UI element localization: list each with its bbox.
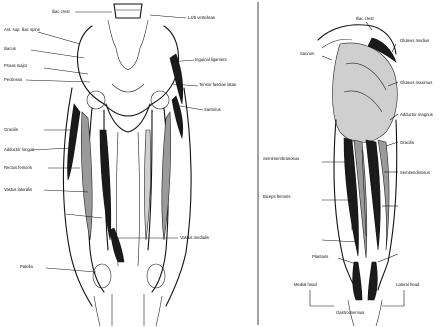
label-tensor-fasciae-latae: Tensor fasciae latae	[199, 82, 237, 87]
label-iliac-crest: Iliac crest	[52, 9, 71, 14]
anterior-view-figure	[63, 4, 191, 326]
label-vastus-lateralis: Vastus lateralis	[4, 187, 32, 192]
label-gluteus-maximus: Gluteus maximus	[400, 80, 432, 85]
label-sartorius: Sartorius	[204, 107, 221, 112]
label-semimembranosus: Semimembranosus	[263, 156, 299, 161]
label-gastrocnemius-medial: Medial head	[294, 282, 317, 287]
label-vastus-medialis: Vastus medialis	[180, 235, 209, 240]
posterior-view-figure	[318, 25, 397, 326]
label-gastrocnemius-lateral: Lateral head	[396, 282, 420, 287]
label-plantaris: Plantaris	[312, 254, 328, 259]
label-l4-l5-vertebrae: L4/5 vertebrae	[188, 15, 216, 20]
label-pectineus: Pectineus	[4, 77, 22, 82]
label-iliacus: Iliacus	[4, 46, 16, 51]
label-adductor-magnus: Adductor magnus	[400, 112, 433, 117]
label-rectus-femoris: Rectus femoris	[4, 165, 32, 170]
label-adductor-longus: Adductor longus	[4, 147, 34, 152]
label-gastrocnemius: Gastrocnemius	[336, 310, 364, 315]
label-gracilis-post: Gracilis	[400, 140, 414, 145]
label-gracilis: Gracilis	[4, 127, 18, 132]
label-ant-sup-iliac-spine: Ant. sup. iliac spine	[4, 27, 41, 32]
label-iliac-crest-post: Iliac crest	[356, 16, 375, 21]
label-psoas-major: Psoas major	[4, 63, 28, 68]
label-patella: Patella	[20, 264, 33, 269]
label-semitendinosus: Semitendinosus	[400, 170, 430, 175]
label-inguinal-ligament: Inguinal ligament	[195, 57, 227, 62]
label-gluteus-medius: Gluteus medius	[400, 38, 429, 43]
label-biceps-femoris: Biceps femoris	[263, 194, 290, 199]
label-sacrum: Sacrum	[300, 51, 315, 56]
anterior-labels: Iliac crest L4/5 vertebrae Ant. sup. ili…	[4, 9, 237, 269]
